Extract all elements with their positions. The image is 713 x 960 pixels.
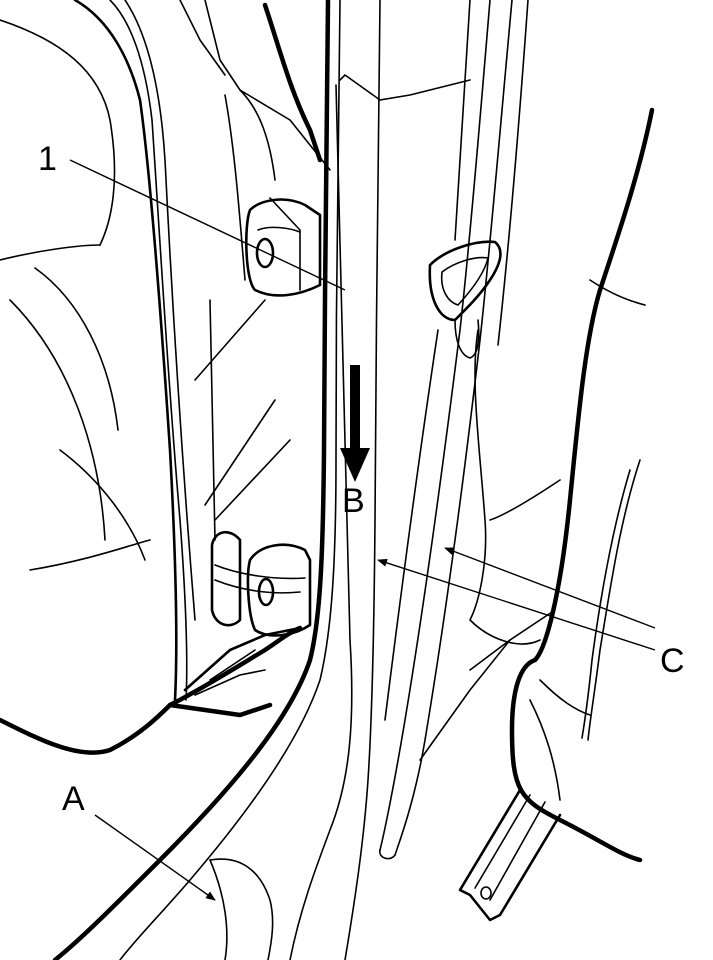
upper-hinge	[244, 197, 322, 297]
leader-line-a	[94, 814, 216, 901]
direction-arrow	[340, 365, 370, 482]
belt-guide	[428, 240, 502, 359]
upper-interior-trim	[179, 0, 331, 281]
leader-line-c-lower	[377, 558, 656, 651]
door-opening-struts	[194, 299, 291, 541]
callout-a: A	[62, 780, 85, 818]
right-panel	[419, 107, 655, 863]
left-door-panel	[0, 0, 273, 755]
leader-line-1	[69, 159, 346, 291]
leader-lines	[69, 159, 656, 901]
seat-rail	[458, 788, 562, 922]
callout-b: B	[342, 482, 365, 520]
lower-hinge	[210, 531, 312, 637]
seat-belt	[379, 0, 529, 860]
leader-line-c-upper	[444, 547, 656, 629]
callout-part-1: 1	[38, 140, 57, 178]
callout-c: C	[660, 642, 685, 680]
lower-bracket	[167, 625, 303, 708]
